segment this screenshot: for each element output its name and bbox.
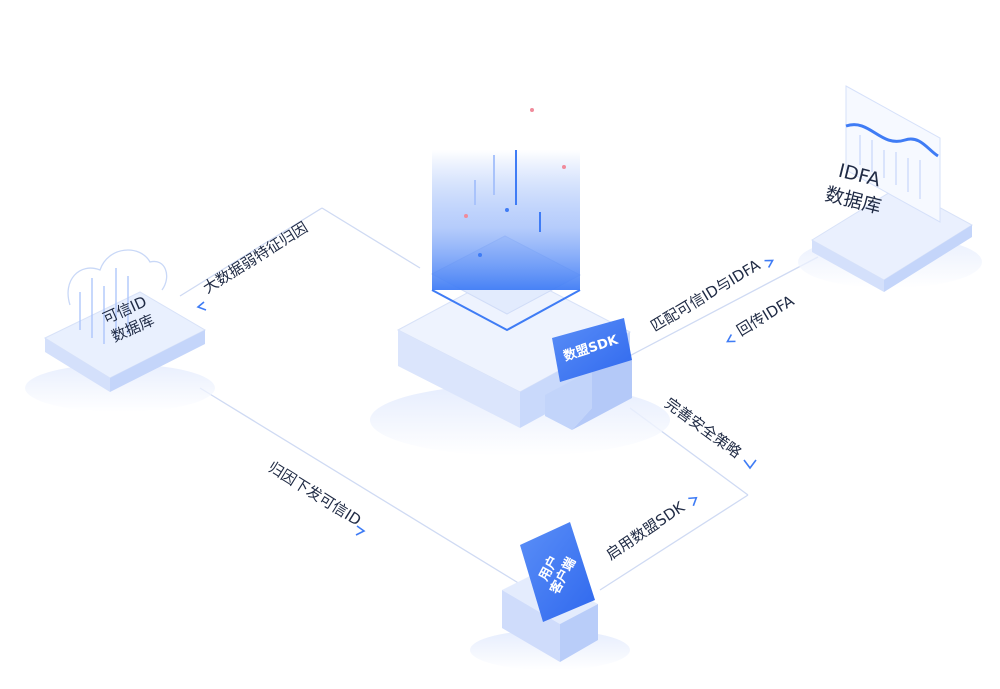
sdk-terminal: 数盟SDK <box>545 318 632 430</box>
edge-label-enable-sdk: 启用数盟SDK <box>602 497 688 563</box>
line-core-to-idfa <box>617 256 819 363</box>
core-platform-node: 数盟SDK <box>370 108 670 456</box>
line-trusted-to-client <box>199 387 521 585</box>
edge-label-big-data-attribution: 大数据弱特征归因 <box>200 218 311 297</box>
line-trusted-to-core-a <box>179 207 323 297</box>
edge-label-attribution-issue-id: 归因下发可信ID <box>265 458 364 529</box>
trusted-id-db-node: 可信ID 数据库 <box>25 249 215 412</box>
arrow-chevron-left-icon <box>726 334 736 343</box>
line-client-to-sdk-a <box>599 494 749 591</box>
arrow-chevron-right-icon <box>764 259 774 268</box>
idfa-db-node: IDFA 数据库 <box>798 85 982 292</box>
arrow-chevron-down-icon <box>743 459 757 470</box>
beam-sparkles <box>464 108 566 257</box>
user-client-node: 用户 客户端 <box>470 522 630 670</box>
data-beam <box>432 150 580 290</box>
cloud-icon <box>67 249 168 344</box>
client-screen <box>520 522 595 622</box>
arrow-chevron-right-icon <box>355 525 366 536</box>
edge-label-return-idfa: 回传IDFA <box>734 291 798 340</box>
edge-label-security-policy: 完善安全策略 <box>661 394 744 461</box>
sdk-screen <box>552 318 632 382</box>
arrow-chevron-left-icon <box>196 301 207 311</box>
arrow-chevron-right-icon <box>688 496 698 507</box>
chart-panel-icon <box>845 85 941 223</box>
line-trusted-to-core-b <box>321 207 421 269</box>
